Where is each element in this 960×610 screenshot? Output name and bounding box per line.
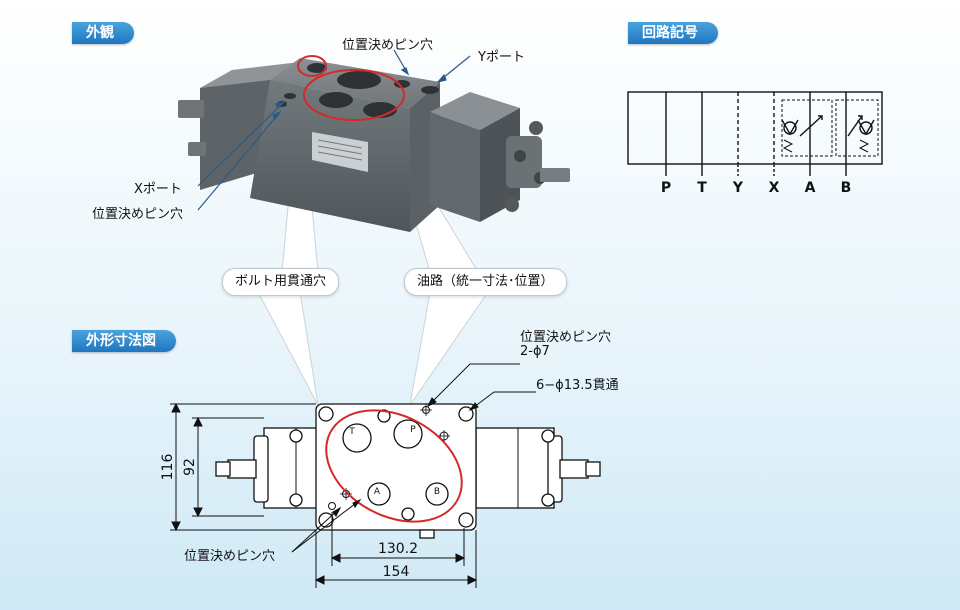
port-label-y: Y [732, 180, 744, 196]
dimension-92: 92 [182, 458, 198, 476]
drawing-leaders [291, 363, 536, 553]
photo-highlight-pin-hole [297, 55, 327, 77]
port-label-t: T [697, 180, 707, 196]
circuit-port-labels: P T Y X A B [661, 180, 851, 196]
label-x-port: Xポート [134, 182, 182, 197]
port-label-p: P [661, 180, 671, 196]
callout-oil-path: 油路（統一寸法･位置） [404, 268, 567, 296]
label-y-port: Yポート [478, 50, 525, 65]
label-pin-hole-spec: 2-ϕ7 [520, 344, 550, 359]
label-pin-hole-bottom: 位置決めピン穴 [184, 549, 276, 564]
dimension-154: 154 [383, 564, 410, 580]
callout-wedge-bolt-hole-lower [257, 291, 319, 406]
circuit-symbol [627, 91, 883, 176]
section-tag-exterior: 外観 [72, 22, 134, 44]
section-tag-circuit-symbol: 回路記号 [628, 22, 718, 44]
port-label-a: A [805, 180, 816, 196]
section-tag-outline-dimensions: 外形寸法図 [72, 330, 176, 352]
port-label-b: B [841, 180, 852, 196]
dimension-values: 116 92 130.2 154 [160, 454, 418, 580]
callout-bolt-hole: ボルト用貫通穴 [222, 268, 340, 296]
pin-hole-crosshairs [340, 404, 450, 500]
face-port-p: P [410, 425, 416, 435]
label-through-hole-spec: 6−ϕ13.5貫通 [536, 378, 619, 393]
face-port-t: T [348, 427, 355, 437]
face-port-b: B [434, 487, 440, 497]
dimension-130-2: 130.2 [378, 541, 418, 557]
face-port-letters: T P A B [348, 425, 440, 497]
outline-drawing [215, 403, 601, 539]
label-locating-pin-hole-top: 位置決めピン穴 [342, 38, 434, 53]
face-port-a: A [374, 487, 381, 497]
dimension-lines [170, 402, 478, 588]
port-label-x: X [769, 180, 780, 196]
label-pin-hole-title: 位置決めピン穴 [520, 330, 612, 345]
photo-highlight-oil-path [303, 69, 405, 121]
valve-photo [178, 55, 570, 232]
photo-leaders [197, 49, 471, 211]
drawing-highlight-oil-path [325, 409, 463, 523]
callout-wedge-oil-path-lower [409, 291, 489, 406]
label-locating-pin-hole-left: 位置決めピン穴 [92, 207, 184, 222]
dimension-116: 116 [160, 454, 176, 481]
